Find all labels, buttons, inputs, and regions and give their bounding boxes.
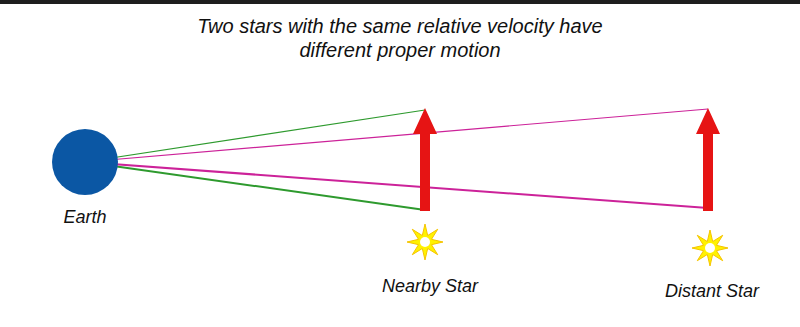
star-shape <box>407 224 443 260</box>
diagram-title: Two stars with the same relative velocit… <box>165 14 635 62</box>
earth-circle <box>52 129 118 195</box>
object-label: Earth <box>63 206 106 228</box>
velocity-arrow <box>696 108 720 211</box>
object-label: Nearby Star <box>382 275 478 297</box>
diagram-title-box: Two stars with the same relative velocit… <box>0 14 800 62</box>
star-shape <box>692 230 728 266</box>
velocity-arrow <box>413 108 437 211</box>
object-label: Distant Star <box>665 280 759 302</box>
star-symbol <box>407 224 443 260</box>
sight-line <box>85 162 708 208</box>
sight-line <box>85 110 425 162</box>
top-frame-band <box>0 0 800 4</box>
sight-line <box>85 109 708 162</box>
star-symbol <box>692 230 728 266</box>
star-core <box>420 237 430 247</box>
sight-line <box>85 162 425 210</box>
star-core <box>705 243 715 253</box>
